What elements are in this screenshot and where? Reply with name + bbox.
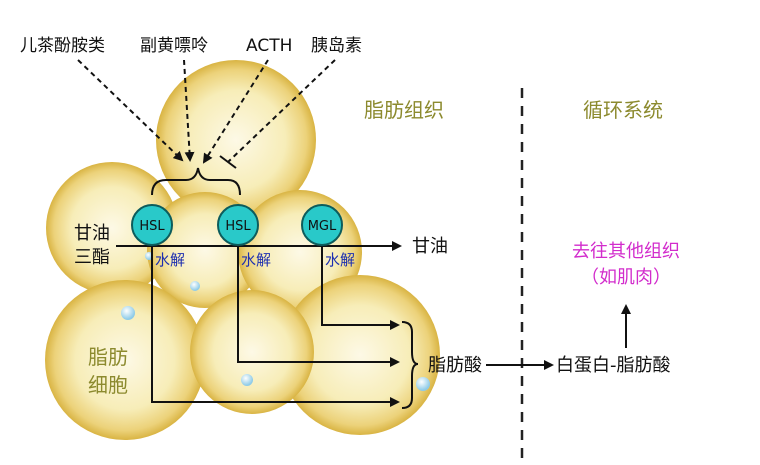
hydrolysis-label-1: 水解 bbox=[155, 251, 185, 269]
droplet bbox=[121, 306, 135, 320]
fatty-acid-path-hsl1 bbox=[151, 246, 400, 407]
insulin-inhibit-bar bbox=[219, 155, 237, 169]
albumin-fatty-acid-label: 白蛋白-脂肪酸 bbox=[556, 355, 671, 376]
hydrolysis-label-2: 水解 bbox=[241, 251, 271, 269]
enzymes: HSL HSL MGL bbox=[131, 204, 343, 246]
hormone-catecholamines: 儿茶酚胺类 bbox=[20, 36, 105, 56]
fat-cell-label-2: 细胞 bbox=[88, 373, 128, 397]
hsl-enzyme-2-label: HSL bbox=[225, 219, 251, 234]
mgl-enzyme-label: MGL bbox=[308, 219, 337, 234]
circulation-title: 循环系统 bbox=[583, 98, 663, 122]
triglyceride-label-1: 甘油 bbox=[74, 223, 110, 244]
destination-label-2: （如肌肉） bbox=[581, 267, 671, 288]
hsl-enzyme-1 bbox=[131, 204, 173, 246]
fat-cell-label-1: 脂肪 bbox=[88, 345, 128, 369]
insulin-inhibit-line bbox=[227, 59, 336, 163]
glycerol-label: 甘油 bbox=[412, 236, 448, 257]
fat-cell bbox=[45, 280, 205, 440]
catecholamine-arrow bbox=[77, 59, 184, 162]
hydrolysis-label-3: 水解 bbox=[325, 251, 355, 269]
hormone-insulin: 胰岛素 bbox=[311, 36, 362, 56]
mgl-enzyme bbox=[301, 204, 343, 246]
droplet bbox=[416, 377, 430, 391]
fatty-acid-brace bbox=[401, 321, 419, 409]
fatty-acid-label: 脂肪酸 bbox=[428, 355, 482, 376]
hsl-enzyme-1-label: HSL bbox=[139, 219, 165, 234]
droplets bbox=[121, 252, 430, 391]
fat-cell bbox=[46, 162, 178, 294]
hsl-enzyme-2 bbox=[217, 204, 259, 246]
destination-label-1: 去往其他组织 bbox=[572, 241, 680, 262]
paraxanthine-arrow bbox=[183, 59, 195, 162]
fat-cell bbox=[190, 290, 314, 414]
hormone-paraxanthine: 副黄嘌呤 bbox=[140, 36, 208, 56]
adipose-tissue-title: 脂肪组织 bbox=[364, 98, 444, 122]
hsl-brace bbox=[151, 167, 241, 196]
fatty-acid-path-hsl2 bbox=[237, 246, 400, 367]
triglyceride-label-2: 三酯 bbox=[74, 247, 110, 268]
fatty-acid-paths bbox=[151, 246, 400, 407]
droplet bbox=[190, 281, 200, 291]
droplet bbox=[241, 374, 253, 386]
fatty-acid-path-mgl bbox=[321, 246, 400, 330]
fat-cell bbox=[280, 275, 440, 435]
fat-cell bbox=[156, 60, 316, 220]
hormone-arrows bbox=[77, 59, 336, 164]
hormone-acth: ACTH bbox=[246, 36, 292, 56]
acth-arrow bbox=[202, 59, 269, 164]
fat-cells bbox=[45, 60, 440, 440]
